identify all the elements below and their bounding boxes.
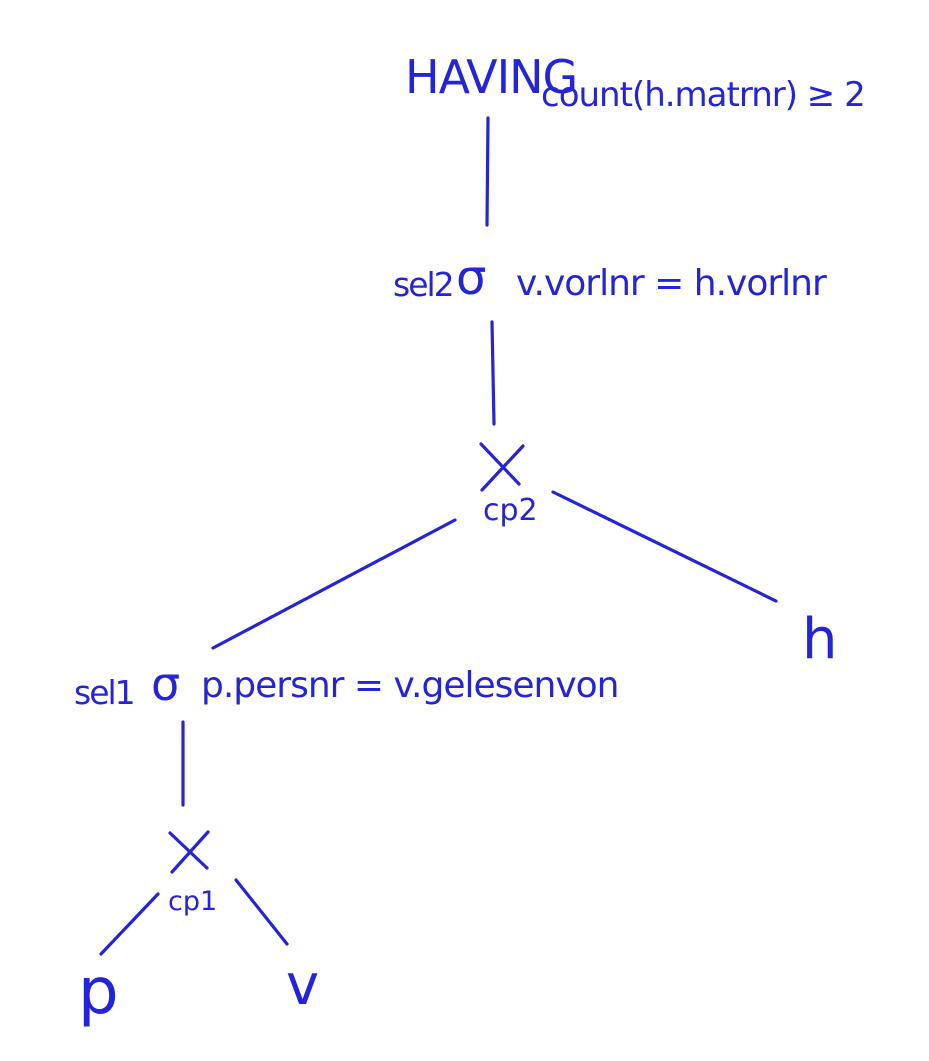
having-condition: count(h.matrnr) ≥ 2 bbox=[541, 75, 866, 115]
sigma-icon-sel2: σ bbox=[456, 250, 487, 306]
selection1-label: sel1 bbox=[74, 673, 136, 712]
edge-cp2-h bbox=[551, 490, 778, 603]
edge-sel2-cp2 bbox=[490, 320, 496, 426]
edge-cp1-v bbox=[234, 878, 289, 946]
having-operator: HAVING bbox=[405, 50, 578, 104]
sigma-icon-sel1: σ bbox=[151, 657, 181, 711]
selection2-condition: v.vorlnr = h.vorlnr bbox=[516, 263, 827, 304]
crossproduct2-label: cp2 bbox=[483, 493, 538, 528]
cross-product-icon-cp1 bbox=[168, 830, 210, 874]
edge-cp1-p bbox=[99, 892, 160, 956]
relation-v-leaf: v bbox=[286, 953, 320, 1018]
relation-p-leaf: p bbox=[78, 955, 119, 1029]
edge-cp2-sel1 bbox=[211, 518, 457, 650]
relation-h-leaf: h bbox=[802, 607, 838, 672]
selection1-condition: p.persnr = v.gelesenvon bbox=[201, 665, 619, 706]
crossproduct1-label: cp1 bbox=[168, 886, 218, 917]
selection2-label: sel2 bbox=[393, 265, 455, 304]
edge-having-sel2 bbox=[485, 116, 490, 227]
cross-product-icon-cp2 bbox=[479, 442, 525, 492]
